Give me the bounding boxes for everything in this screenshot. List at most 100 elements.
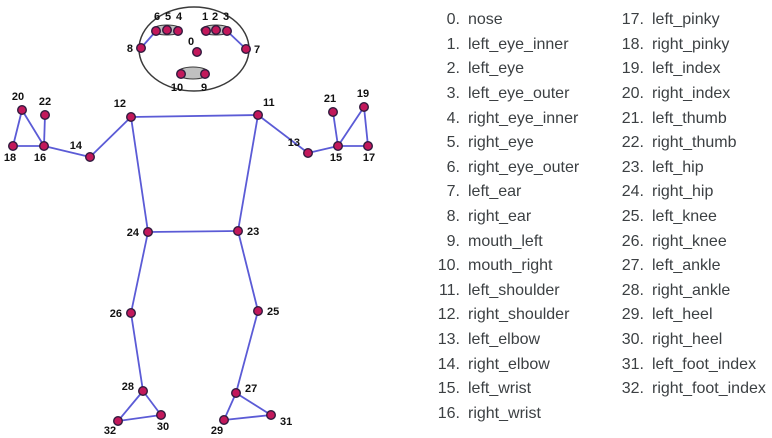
landmark-dot-2 — [210, 25, 221, 36]
bone-edge-23-25 — [237, 230, 259, 312]
landmark-dot-12 — [125, 111, 136, 122]
landmark-name: left_hip — [652, 158, 704, 176]
landmark-dot-23 — [232, 225, 243, 236]
landmark-list-item: 24.right_hip — [614, 180, 772, 205]
landmark-number: 4. — [446, 109, 460, 127]
landmark-list-item: 31. left_foot_index — [614, 352, 772, 377]
landmark-number-label-1: 1 — [202, 11, 208, 23]
landmark-dot-24 — [142, 226, 153, 237]
landmark-list-item: 25.left_knee — [614, 205, 772, 230]
bone-edge-12-14 — [89, 116, 132, 158]
landmark-list-item: 32.right_foot_index — [614, 377, 772, 402]
landmark-name: right_eye_outer — [468, 158, 580, 176]
landmark-dot-27 — [230, 388, 241, 399]
landmark-dot-5 — [161, 25, 172, 36]
landmark-name: mouth_right — [468, 257, 553, 275]
landmark-list-item: 0.nose — [430, 8, 598, 33]
landmark-name: right_index — [652, 85, 731, 103]
landmark-number: 2. — [446, 60, 460, 78]
landmark-dot-9 — [199, 68, 210, 79]
landmark-name: left_eye_inner — [468, 35, 569, 53]
landmark-dot-30 — [155, 410, 166, 421]
landmark-dot-18 — [7, 140, 19, 151]
landmark-number-label-10: 10 — [171, 82, 183, 94]
landmark-list-item: 29.left_heel — [614, 303, 772, 328]
landmark-name: left_elbow — [468, 331, 541, 349]
landmark-number: 31. — [621, 355, 644, 373]
landmark-list-item: 3.left_eye_outer — [430, 82, 598, 107]
landmark-name: right_eye — [468, 134, 534, 152]
landmark-list-item: 28.right_ankle — [614, 279, 772, 304]
bone-edge-23-24 — [147, 230, 239, 233]
landmark-number-label-0: 0 — [188, 36, 194, 48]
bone-edge-11-13 — [257, 114, 309, 154]
landmark-name: right_thumb — [652, 134, 737, 152]
landmark-number-label-23: 23 — [247, 226, 259, 238]
landmark-number: 1. — [446, 35, 460, 53]
landmark-number-label-14: 14 — [70, 140, 83, 152]
landmark-dot-32 — [112, 416, 123, 427]
landmark-list-item: 26.right_knee — [614, 229, 772, 254]
landmark-list-item: 22.right_thumb — [614, 131, 772, 156]
landmark-name: left_foot_index — [652, 355, 757, 373]
landmark-dot-13 — [303, 147, 314, 158]
landmark-list-item: 17.left_pinky — [614, 8, 772, 33]
landmark-dot-16 — [39, 140, 50, 151]
landmark-list-item: 18.right_pinky — [614, 33, 772, 58]
landmark-list-item: 23.left_hip — [614, 156, 772, 181]
landmark-dot-17 — [363, 140, 374, 151]
landmark-number-label-20: 20 — [12, 91, 24, 103]
bone-edge-30-32 — [117, 414, 162, 422]
landmark-number-label-7: 7 — [254, 44, 260, 56]
landmark-number-label-6: 6 — [154, 11, 160, 23]
landmark-name: left_eye — [468, 60, 525, 78]
landmark-list-item: 11.left_shoulder — [430, 279, 598, 304]
landmark-list-item: 6. right_eye_outer — [430, 156, 598, 181]
landmark-list-item: 20.right_index — [614, 82, 772, 107]
landmark-name: right_ankle — [652, 281, 731, 299]
landmark-number-label-3: 3 — [223, 11, 229, 23]
landmark-name: left_wrist — [468, 380, 532, 398]
landmark-list-item: 7.left_ear — [430, 180, 598, 205]
landmark-number: 12. — [437, 306, 460, 324]
landmark-number-label-32: 32 — [104, 425, 116, 437]
landmark-name: left_eye_outer — [468, 85, 570, 103]
landmark-number: 13. — [437, 331, 460, 349]
landmark-number-label-15: 15 — [330, 152, 342, 164]
landmark-name: right_wrist — [468, 404, 541, 422]
landmark-number-label-16: 16 — [34, 152, 46, 164]
landmark-number-label-30: 30 — [157, 421, 169, 433]
landmark-dot-6 — [150, 26, 161, 37]
landmark-name: mouth_left — [468, 232, 543, 250]
landmark-dot-4 — [172, 26, 183, 37]
bone-edge-25-27 — [235, 310, 259, 394]
bone-edge-11-12 — [130, 114, 259, 118]
landmark-number-label-24: 24 — [127, 227, 140, 239]
landmark-number: 11. — [438, 281, 460, 299]
landmark-dot-11 — [252, 109, 263, 120]
landmark-number-label-31: 31 — [280, 416, 292, 428]
landmark-dot-22 — [40, 109, 51, 120]
landmark-dot-29 — [218, 415, 229, 426]
landmark-number-label-13: 13 — [288, 137, 300, 149]
landmark-number-label-11: 11 — [263, 97, 275, 109]
landmark-number-label-5: 5 — [165, 11, 171, 23]
landmark-list-item: 27.left_ankle — [614, 254, 772, 279]
landmark-dot-21 — [328, 106, 339, 117]
landmark-list-item: 1. left_eye_inner — [430, 33, 598, 58]
landmark-name: left_heel — [652, 306, 713, 324]
bone-edge-18-20 — [12, 109, 23, 147]
landmark-list-item: 15.left_wrist — [430, 377, 598, 402]
landmark-list-item: 14.right_elbow — [430, 352, 598, 377]
landmark-list-item: 5.right_eye — [430, 131, 598, 156]
landmark-number: 6. — [446, 158, 460, 176]
landmark-list-item: 9.mouth_left — [430, 229, 598, 254]
landmark-number: 32. — [621, 380, 644, 398]
landmark-dot-0 — [191, 47, 202, 58]
landmark-dot-28 — [137, 386, 148, 397]
landmark-name: right_eye_inner — [468, 109, 579, 127]
bone-edge-24-26 — [130, 231, 149, 314]
